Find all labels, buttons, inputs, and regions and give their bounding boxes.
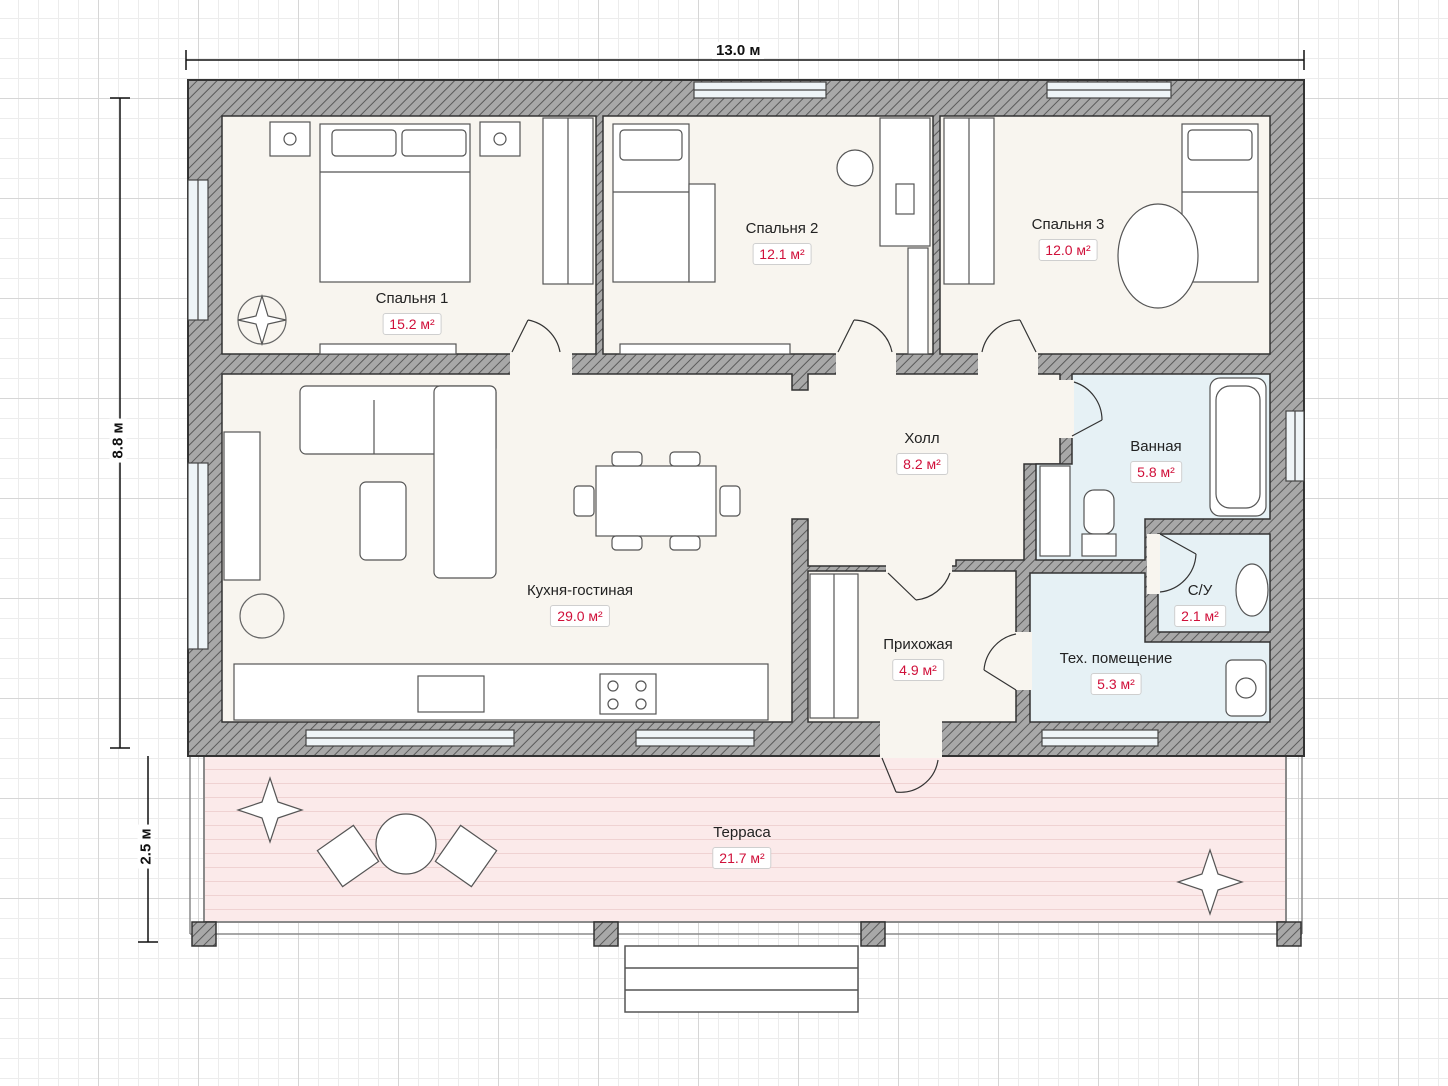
room-label-bedroom-3: Спальня 3 12.0 м² bbox=[1031, 216, 1105, 261]
windows bbox=[187, 81, 1305, 747]
bedroom-1-furniture bbox=[237, 117, 594, 355]
room-area-badge: 12.0 м² bbox=[1038, 239, 1098, 261]
room-name: Спальня 3 bbox=[1031, 216, 1105, 233]
bedroom-3-furniture bbox=[943, 117, 1259, 309]
room-area-badge: 15.2 м² bbox=[382, 313, 442, 335]
room-area-badge: 5.8 м² bbox=[1130, 461, 1182, 483]
terrace-depth-dimension: 2.5 м bbox=[137, 824, 155, 869]
room-label-terrace: Терраса 21.7 м² bbox=[712, 824, 772, 869]
room-label-entrance: Прихожая 4.9 м² bbox=[883, 636, 953, 681]
room-label-hall: Холл 8.2 м² bbox=[896, 430, 948, 475]
room-area-badge: 2.1 м² bbox=[1174, 605, 1226, 627]
room-label-wc: С/У 2.1 м² bbox=[1174, 582, 1226, 627]
room-name: Спальня 1 bbox=[375, 290, 449, 307]
room-label-bedroom-2: Спальня 2 12.1 м² bbox=[745, 220, 819, 265]
room-area-badge: 4.9 м² bbox=[892, 659, 944, 681]
room-label-bedroom-1: Спальня 1 15.2 м² bbox=[375, 290, 449, 335]
room-name: Кухня-гостиная bbox=[526, 582, 634, 599]
bedroom-2-furniture bbox=[612, 117, 931, 355]
room-name: С/У bbox=[1187, 582, 1213, 599]
room-name: Тех. помещение bbox=[1059, 650, 1173, 667]
door-openings bbox=[510, 352, 1160, 758]
width-dimension: 13.0 м bbox=[712, 42, 765, 59]
room-area-badge: 29.0 м² bbox=[550, 605, 610, 627]
room-label-kitchen-living: Кухня-гостиная 29.0 м² bbox=[527, 582, 633, 627]
room-area-badge: 12.1 м² bbox=[752, 243, 812, 265]
terrace-furniture bbox=[236, 776, 1244, 916]
room-name: Прихожая bbox=[883, 636, 953, 653]
entry-steps bbox=[624, 945, 859, 1013]
depth-dimension: 8.8 м bbox=[109, 418, 127, 463]
room-area-badge: 21.7 м² bbox=[712, 847, 772, 869]
door-swings bbox=[511, 319, 1197, 793]
room-name: Ванная bbox=[1130, 438, 1182, 455]
wet-room-fixtures bbox=[809, 377, 1269, 719]
room-label-utility: Тех. помещение 5.3 м² bbox=[1059, 650, 1173, 695]
room-area-badge: 5.3 м² bbox=[1090, 673, 1142, 695]
room-name: Спальня 2 bbox=[745, 220, 819, 237]
room-area-badge: 8.2 м² bbox=[896, 453, 948, 475]
living-furniture bbox=[223, 385, 769, 721]
room-label-bathroom: Ванная 5.8 м² bbox=[1130, 438, 1182, 483]
terrace-columns bbox=[191, 921, 1302, 947]
room-name: Холл bbox=[904, 430, 940, 447]
room-name: Терраса bbox=[713, 824, 771, 841]
